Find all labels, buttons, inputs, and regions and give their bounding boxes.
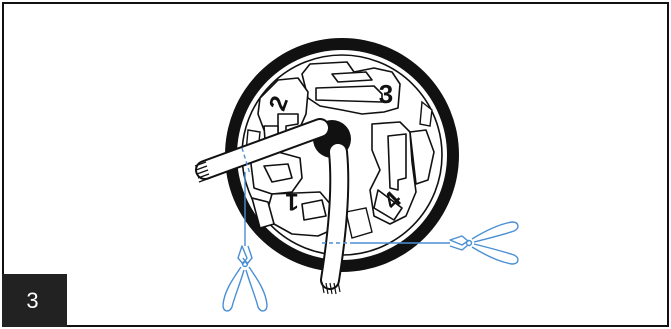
wire-cutter-icon bbox=[222, 245, 268, 312]
step-number-badge: 3 bbox=[2, 274, 67, 327]
wire-left bbox=[194, 118, 330, 183]
cut-markers bbox=[241, 147, 450, 246]
terminal-4 bbox=[369, 121, 435, 225]
wire-cutter-icon bbox=[449, 221, 519, 265]
wire-bottom bbox=[320, 142, 350, 295]
terminal-1 bbox=[249, 151, 337, 237]
terminal-3 bbox=[301, 61, 401, 115]
terminal-label-3: 3 bbox=[379, 79, 393, 109]
terminal-label-1: 1 bbox=[285, 188, 298, 215]
